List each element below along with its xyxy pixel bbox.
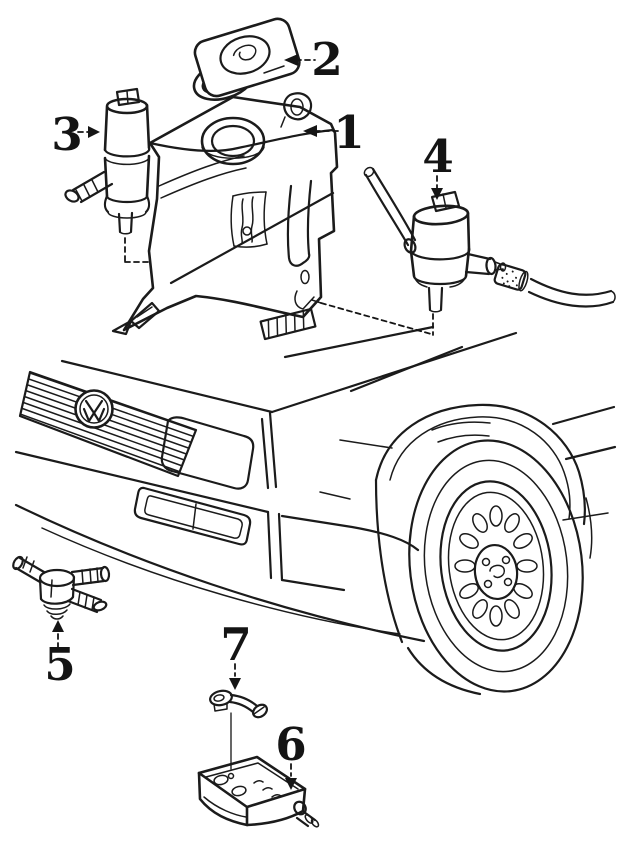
callout-1[interactable]: 1 (303, 106, 365, 159)
pump-outlet-barb (64, 170, 114, 204)
reservoir-cap-drawing (192, 17, 301, 101)
delivery-hose (527, 277, 616, 308)
car-front-drawing (14, 325, 617, 696)
washer-pump-hose-drawing (320, 166, 616, 336)
callout-2[interactable]: 2 (284, 33, 343, 86)
callout-5[interactable]: 5 (44, 620, 76, 691)
bumper (14, 450, 426, 643)
valve-port-upper-right (70, 565, 111, 587)
callout-6[interactable]: 6 (275, 718, 307, 790)
cap-emblem (219, 35, 271, 75)
rib-detail (230, 191, 268, 248)
callout-7[interactable]: 7 (220, 618, 252, 690)
fluid-container-drawing (197, 755, 320, 828)
callout-3-label: 3 (51, 108, 82, 161)
side-channel (286, 179, 322, 310)
mount-loop (280, 92, 313, 128)
front-panel-lines (260, 411, 393, 500)
left-foot (111, 301, 161, 336)
hood-lines (60, 325, 518, 414)
callout-1-label: 1 (333, 106, 364, 159)
wheel-arch (374, 403, 587, 696)
wheel-hub (473, 543, 519, 601)
filler-neck (200, 116, 266, 166)
callout-6-label: 6 (275, 718, 306, 771)
pump-bottom-stem (117, 211, 134, 235)
callout-4-label: 4 (422, 130, 453, 183)
valve-port-lower-right (66, 587, 108, 614)
container-outlet (293, 800, 320, 828)
wheel (408, 439, 584, 693)
hose-coupler (493, 263, 529, 292)
ribbed-foot (259, 307, 317, 341)
body-side-lines (551, 405, 617, 559)
bottom-stem (427, 286, 444, 313)
callout-5-label: 5 (44, 638, 75, 691)
bracket-clip-drawing (209, 689, 269, 770)
callout-3[interactable]: 3 (51, 108, 100, 161)
callout-2-label: 2 (311, 33, 342, 86)
washer-pump-drawing (64, 87, 151, 263)
headlight (160, 416, 255, 490)
callout-4[interactable]: 4 (422, 130, 454, 200)
supply-hose (363, 166, 417, 254)
callout-7-label: 7 (220, 618, 251, 671)
reservoir-tank-drawing (111, 92, 339, 341)
valve-port-upper-left (12, 555, 46, 584)
grille (18, 370, 198, 478)
check-valve-drawing (12, 555, 111, 620)
vw-logo-icon (74, 389, 114, 429)
